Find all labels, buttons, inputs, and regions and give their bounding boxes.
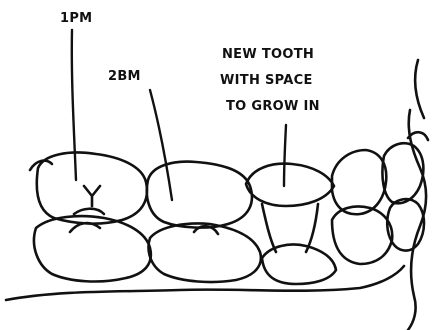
tooth-new (246, 164, 334, 206)
lower-tooth-1-groove (70, 223, 100, 232)
gap-outline-right (306, 204, 318, 252)
label-new-tooth-line-3: TO GROW IN (226, 99, 320, 114)
gum-line-top-right (415, 60, 424, 118)
label-new-tooth-line-1: NEW TOOTH (222, 47, 314, 62)
lower-tooth-1 (34, 216, 151, 281)
tooth-molar-1 (332, 150, 386, 214)
tooth-first-premolar (37, 153, 147, 224)
tooth-first-premolar-cusp (84, 186, 100, 206)
leader-line-second-premolar (150, 90, 172, 200)
lower-tooth-5 (387, 199, 424, 251)
tooth-molar-2 (382, 143, 423, 203)
upper-teeth (30, 132, 428, 227)
label-first-premolar: 1PM (60, 11, 92, 26)
label-second-premolar: 2BM (108, 69, 141, 84)
gap-outline (262, 204, 276, 252)
label-new-tooth-line-2: WITH SPACE (220, 73, 313, 88)
lower-tooth-2 (149, 224, 261, 282)
lower-tooth-4 (332, 207, 392, 265)
tooth-second-premolar (147, 162, 252, 228)
leader-line-new-tooth (284, 125, 286, 186)
jaw-outline-right (408, 110, 426, 330)
label-new-tooth: NEW TOOTH WITH SPACE TO GROW IN (220, 47, 320, 114)
lower-tooth-3 (262, 245, 336, 285)
leader-line-first-premolar (72, 30, 76, 180)
tooth-first-premolar-groove (74, 209, 104, 214)
